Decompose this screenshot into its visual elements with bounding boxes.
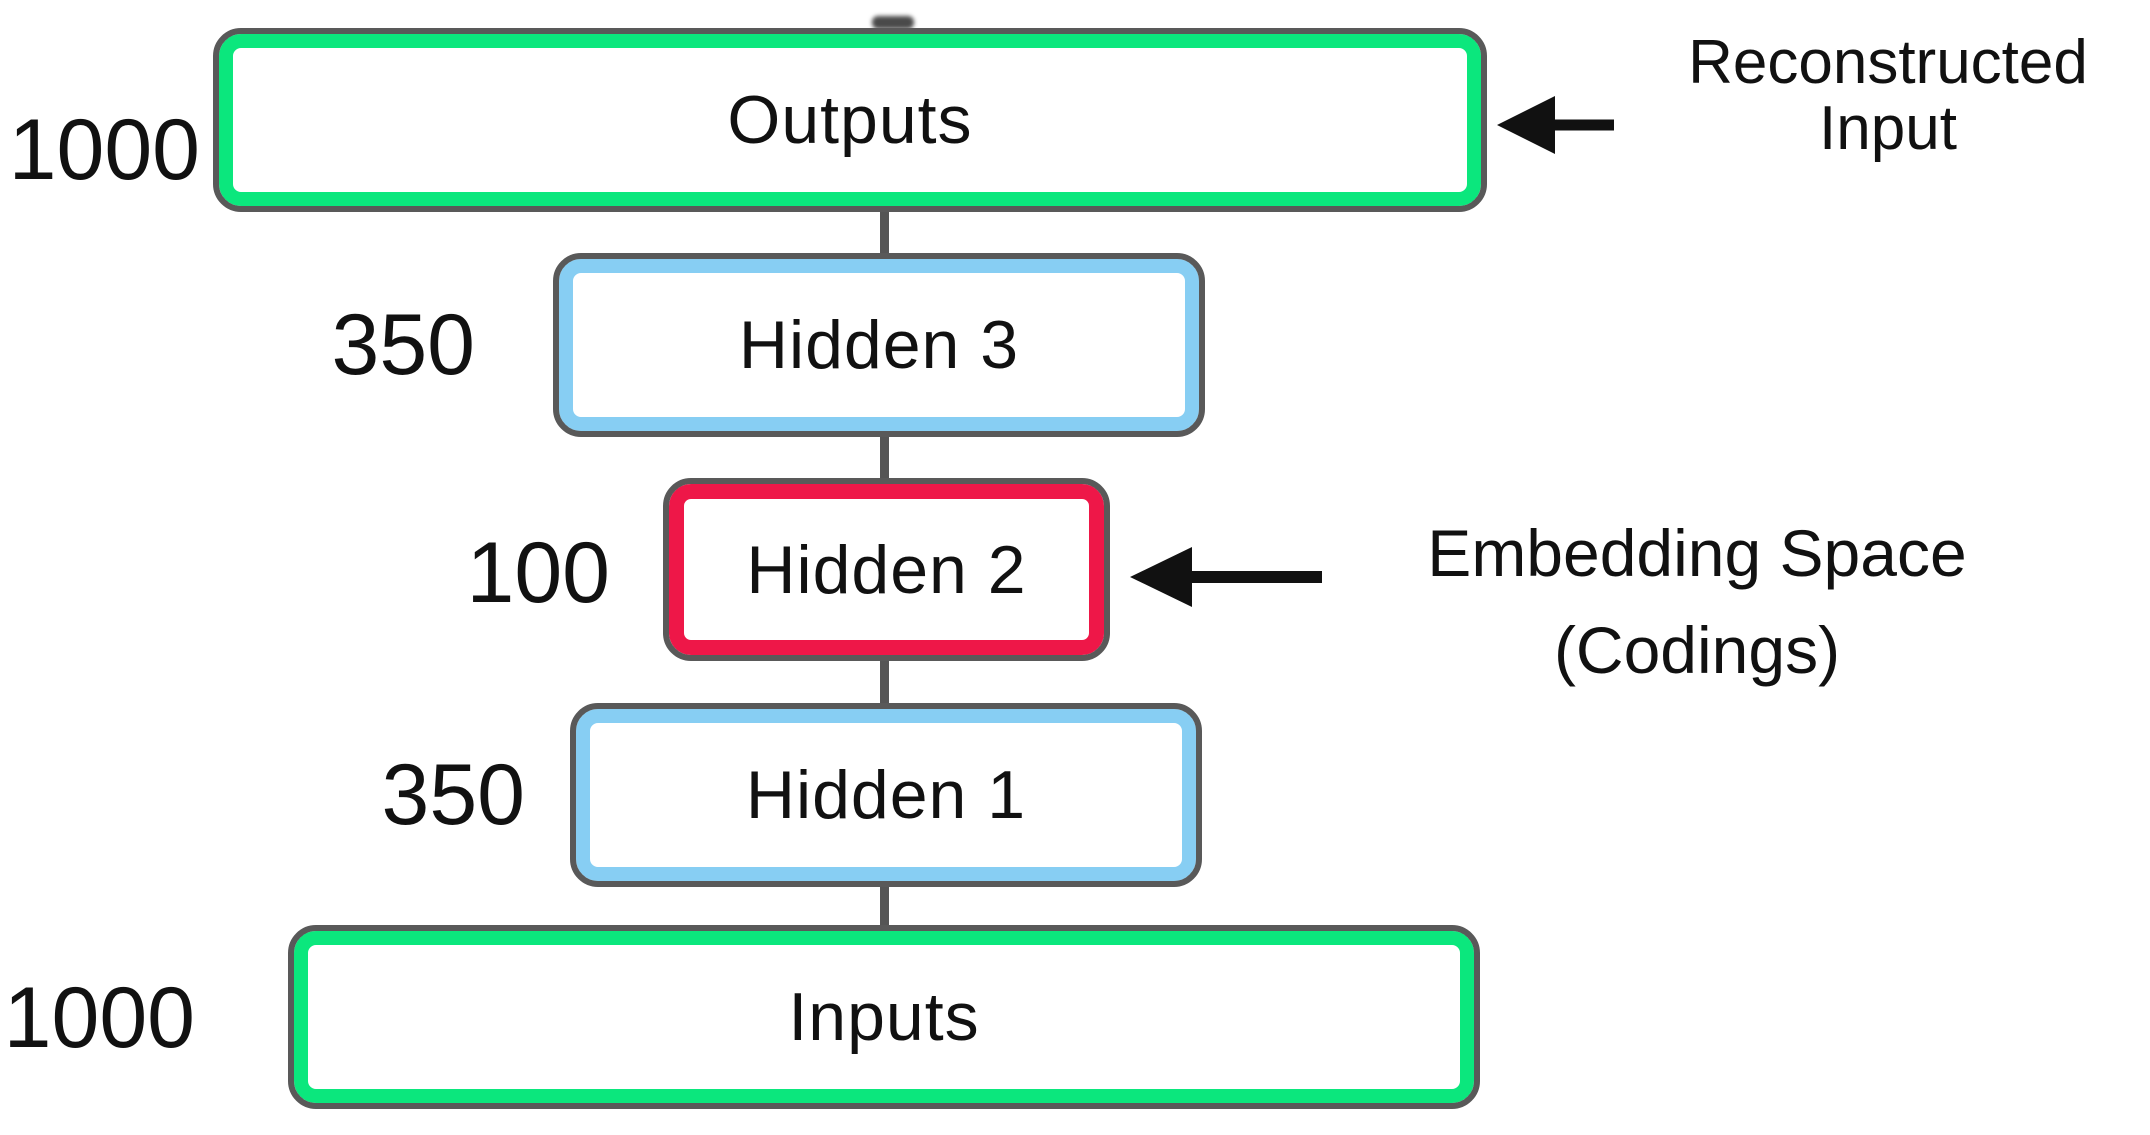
connector-outputs-hidden3 xyxy=(880,205,889,260)
layer-box-hidden2: Hidden 2 xyxy=(663,478,1110,661)
layer-box-inputs: Inputs xyxy=(288,925,1480,1109)
annotation-reconstructed-line1: Reconstructed xyxy=(1688,28,2088,97)
connector-hidden1-inputs xyxy=(880,878,889,932)
connector-hidden3-hidden2 xyxy=(880,430,889,485)
connector-stub-top xyxy=(872,16,914,29)
layer-box-outputs: Outputs xyxy=(213,28,1487,212)
layer-box-hidden3: Hidden 3 xyxy=(553,253,1205,437)
layer-size-hidden1: 350 xyxy=(381,747,526,843)
layer-label-outputs: Outputs xyxy=(727,82,973,158)
layer-label-inputs: Inputs xyxy=(788,979,980,1055)
layer-size-hidden2: 100 xyxy=(466,525,611,621)
annotation-reconstructed-line2: Input xyxy=(1819,94,1957,163)
annotation-embedding-space: Embedding Space (Codings) xyxy=(1347,505,2047,699)
annotation-embedding-line1: Embedding Space xyxy=(1427,516,1967,590)
layer-label-hidden3: Hidden 3 xyxy=(738,307,1020,383)
layer-label-hidden1: Hidden 1 xyxy=(745,757,1027,833)
connector-hidden2-hidden1 xyxy=(880,653,889,710)
layer-size-inputs: 1000 xyxy=(3,970,195,1066)
arrow-reconstructed-input xyxy=(1497,96,1614,154)
layer-label-hidden2: Hidden 2 xyxy=(746,531,1027,608)
annotation-reconstructed-input: Reconstructed Input xyxy=(1638,30,2138,162)
layer-box-hidden1: Hidden 1 xyxy=(570,703,1202,887)
arrow-embedding-space xyxy=(1130,547,1322,607)
annotation-embedding-line2: (Codings) xyxy=(1553,613,1841,687)
layer-size-hidden3: 350 xyxy=(331,297,476,393)
layer-size-outputs: 1000 xyxy=(8,102,200,198)
